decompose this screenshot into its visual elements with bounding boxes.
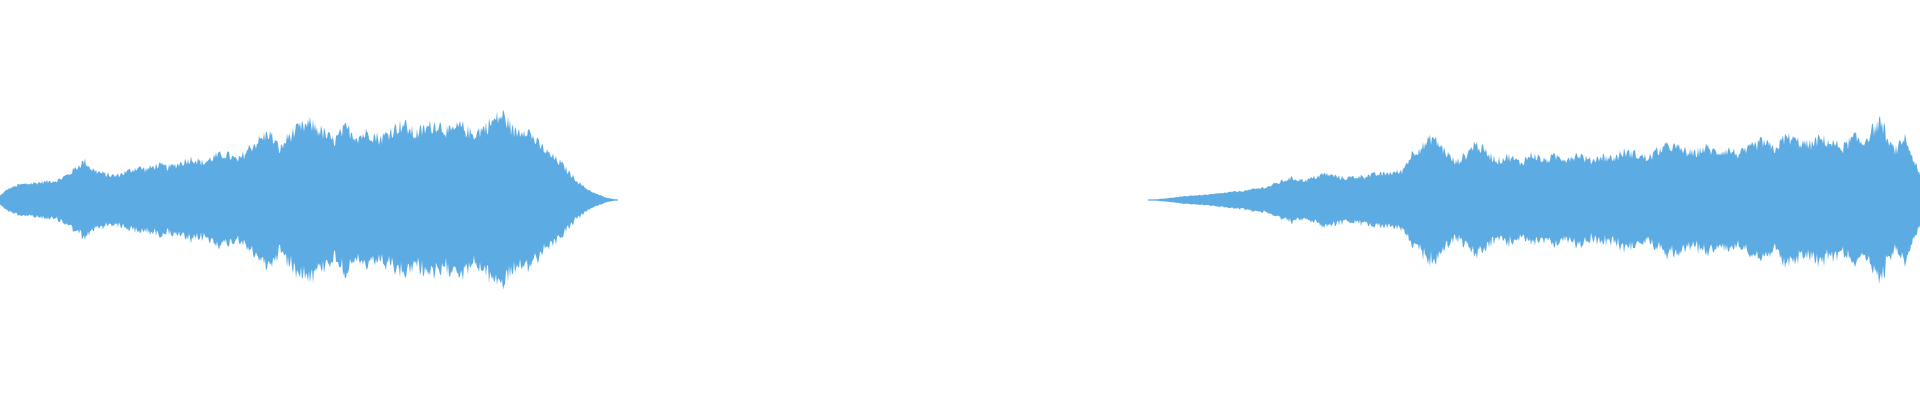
- waveform-centerline-segment-1: [0, 199, 618, 201]
- waveform-segments: [0, 109, 1920, 290]
- waveform-centerline-segment-2: [1148, 199, 1920, 201]
